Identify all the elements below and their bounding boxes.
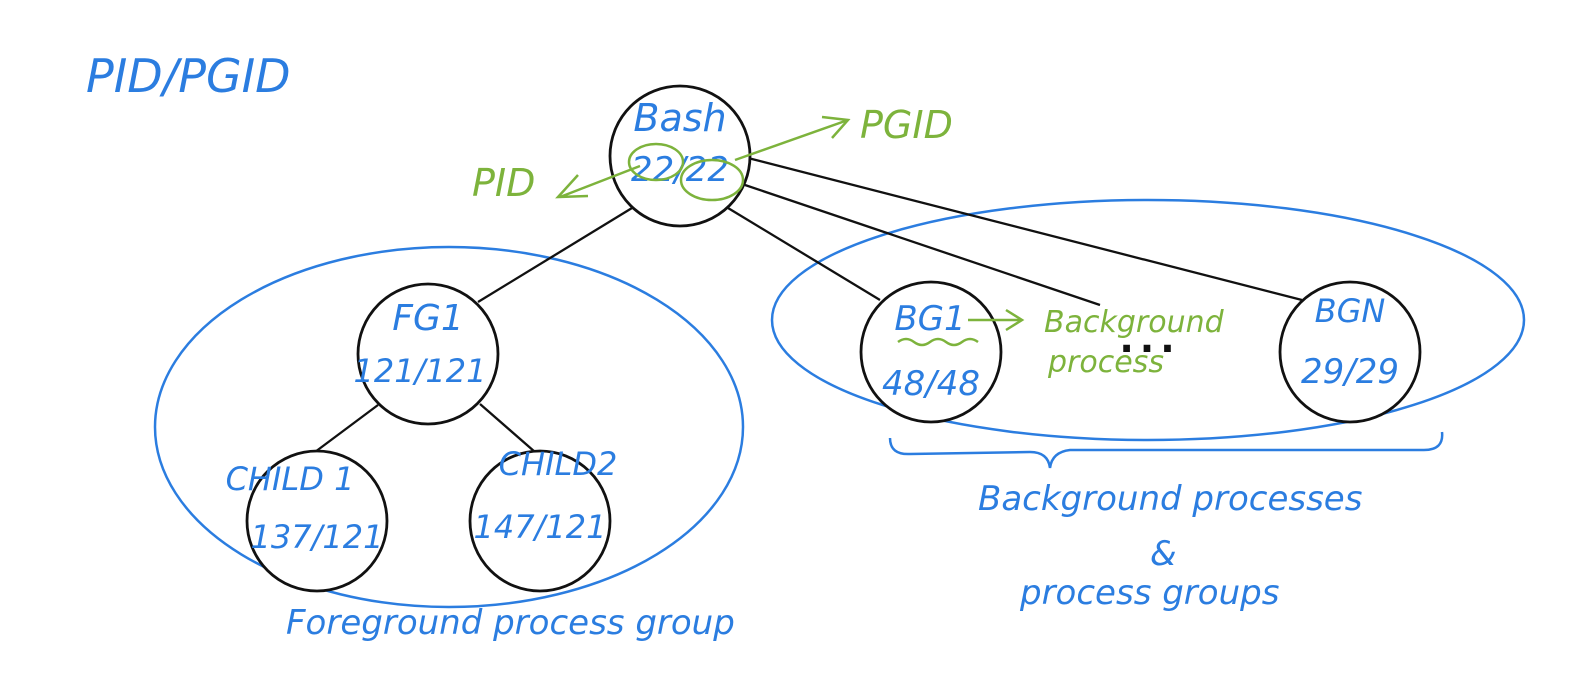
background-groups-caption-line1: Background processes xyxy=(978,479,1362,519)
ellipsis: ... xyxy=(1119,317,1180,361)
background-groups-caption-line2: process groups xyxy=(1019,573,1279,613)
foreground-group-caption: Foreground process group xyxy=(286,603,735,643)
pgid-highlight xyxy=(679,158,745,202)
edge-fg1-child2 xyxy=(479,403,536,453)
diagram-title: PID/PGID xyxy=(86,49,291,103)
edge-bash-bgn xyxy=(747,156,1303,302)
node-bg1-value: 48/48 xyxy=(882,364,980,404)
node-bash-name: Bash xyxy=(633,96,726,140)
node-bgn-name: BGN xyxy=(1315,292,1386,330)
node-bash-pid: 22 xyxy=(631,150,674,190)
foreground-group-ellipse xyxy=(153,245,745,609)
pgid-arrow-head xyxy=(821,115,851,139)
node-bash-pgid: 22 xyxy=(686,150,729,190)
background-groups-caption-amp: & xyxy=(1150,534,1177,574)
node-fg1-name: FG1 xyxy=(392,298,464,339)
node-child1-name: CHILD 1 xyxy=(226,460,355,498)
node-child2 xyxy=(468,449,612,593)
background-brace xyxy=(888,431,1444,469)
pid-highlight xyxy=(627,142,685,182)
node-fg1 xyxy=(356,282,500,426)
bg1-arrow-head xyxy=(1005,308,1025,332)
node-child2-name: CHILD2 xyxy=(499,445,618,483)
node-child1 xyxy=(245,449,389,593)
node-bash-value: 22/22 xyxy=(631,150,729,190)
background-group-ellipse xyxy=(770,198,1526,442)
pid-annotation: PID xyxy=(472,161,535,205)
node-child2-value: 147/121 xyxy=(474,508,607,546)
background-process-line1: Background xyxy=(1044,305,1225,340)
background-process-line2: process xyxy=(1047,345,1164,380)
edge-bash-ellipsis xyxy=(744,183,1101,307)
bg1-underline xyxy=(897,337,979,347)
node-child1-value: 137/121 xyxy=(251,518,384,556)
node-bg1 xyxy=(859,280,1003,424)
pgid-annotation: PGID xyxy=(860,103,953,147)
edge-bash-bg1 xyxy=(727,207,881,301)
node-bgn xyxy=(1278,280,1422,424)
node-bgn-value: 29/29 xyxy=(1301,352,1399,392)
edge-bash-fg1 xyxy=(477,207,633,303)
pid-arrow-line xyxy=(559,164,641,199)
pid-arrow-head xyxy=(555,174,589,199)
node-bg1-name: BG1 xyxy=(894,299,965,339)
pgid-arrow-line xyxy=(734,118,849,162)
node-fg1-value: 121/121 xyxy=(354,352,487,390)
edge-fg1-child1 xyxy=(314,404,379,453)
